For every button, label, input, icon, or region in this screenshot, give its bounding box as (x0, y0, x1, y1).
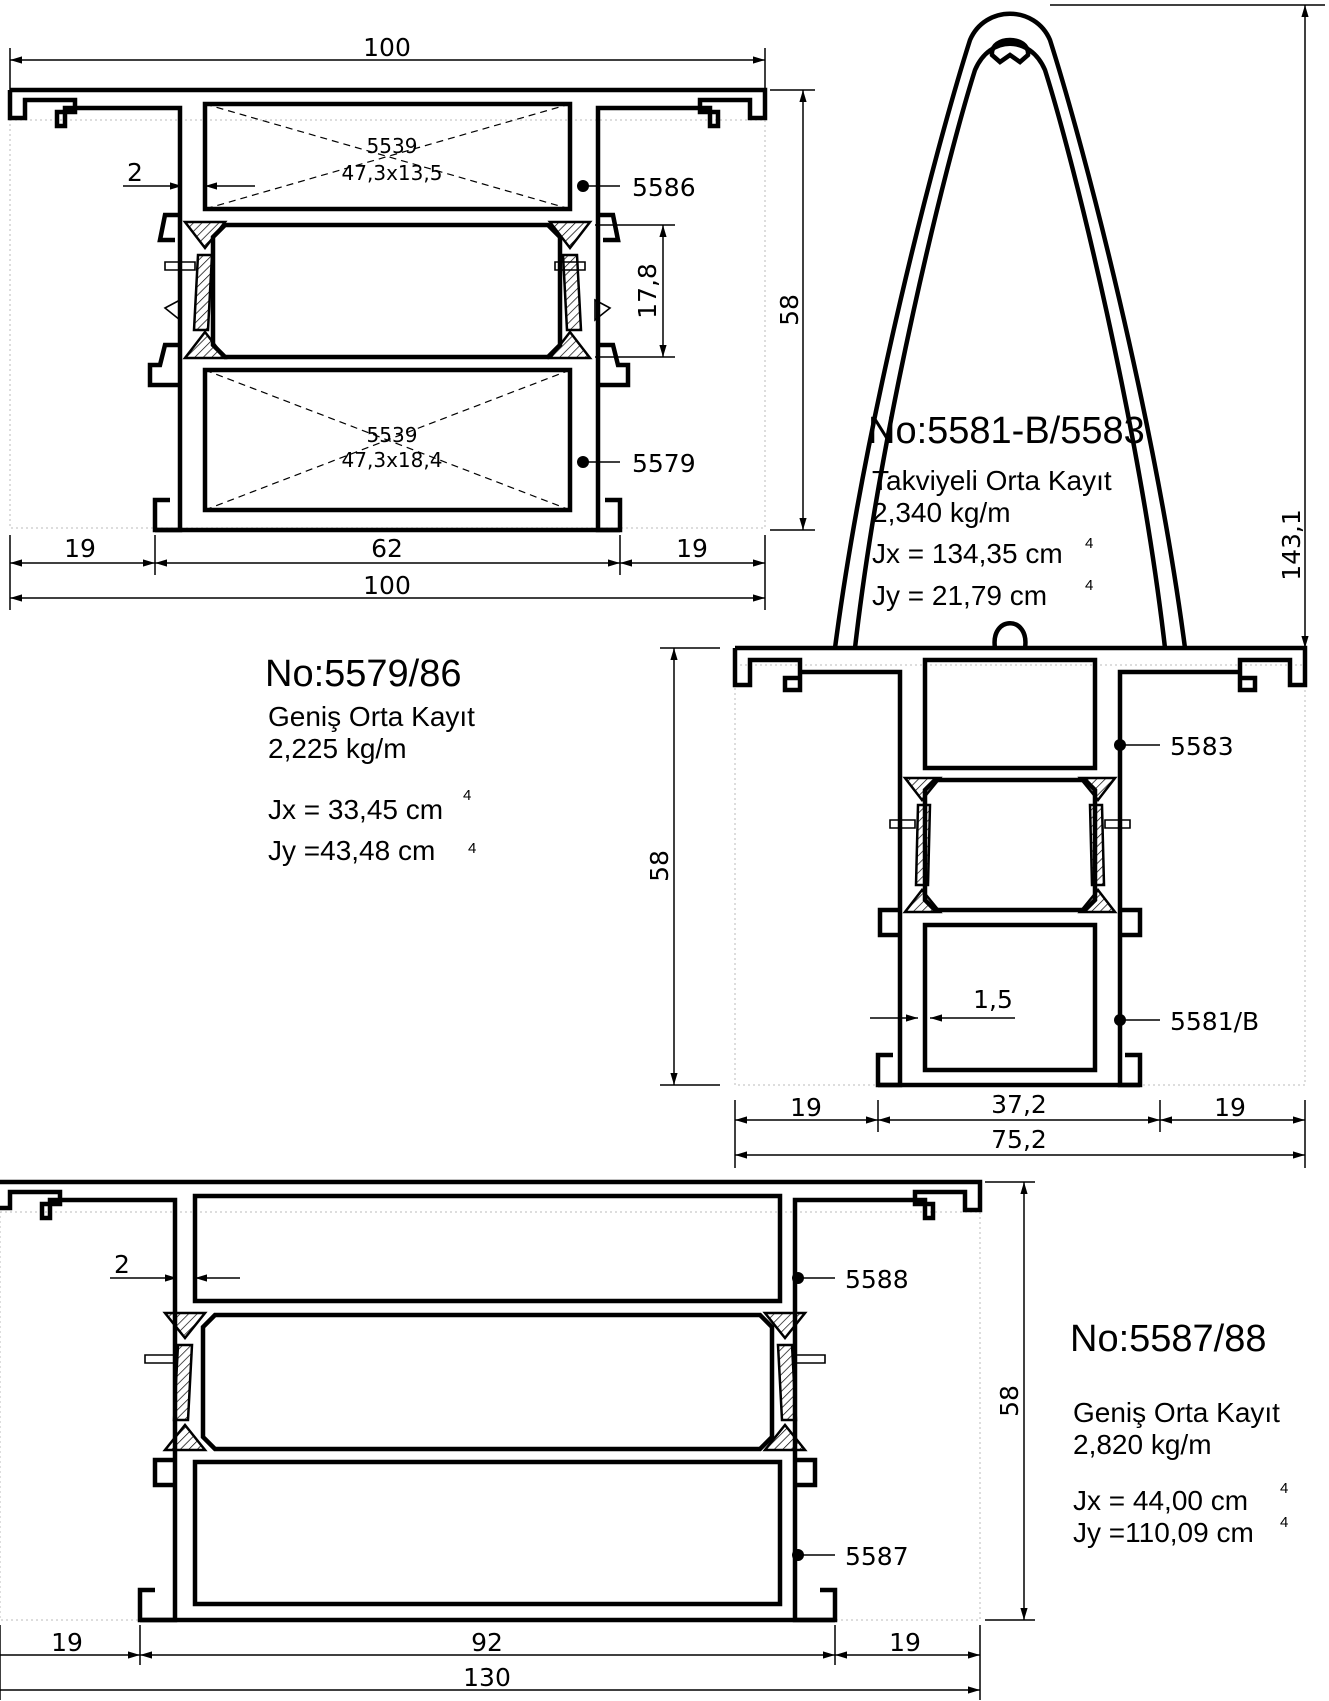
dim-right: 19 (676, 534, 708, 563)
profile-jx-5581: Jx = 134,35 cm (872, 538, 1063, 569)
label-5587: 5587 (845, 1542, 909, 1571)
glass-lower-size: 47,3x18,4 (342, 448, 443, 472)
dimensions-5579: 100 19 62 19 100 58 17,8 2 5586 5579 553… (9, 33, 815, 610)
dim-mid: 62 (371, 534, 403, 563)
exp-jy-5579: 4 (468, 840, 476, 857)
exp-jx-5587: 4 (1280, 1480, 1288, 1497)
profile-title-5587: No:5587/88 (1070, 1318, 1267, 1360)
dim-height-5587: 58 (995, 1385, 1024, 1417)
profile-jy-5579: Jy =43,48 cm (268, 835, 435, 866)
exp-jy-5581: 4 (1085, 577, 1093, 594)
profile-desc-5587: Geniş Orta Kayıt (1073, 1397, 1280, 1428)
dim-total-5581: 75,2 (991, 1125, 1047, 1154)
profile-weight-5579: 2,225 kg/m (268, 733, 407, 764)
label-5583: 5583 (1170, 732, 1234, 761)
exp-jx-5581: 4 (1085, 535, 1093, 552)
info-5581: No:5581-B/5583 Takviyeli Orta Kayıt 2,34… (868, 410, 1145, 611)
profile-title-5579: No:5579/86 (265, 653, 462, 695)
dim-height: 58 (775, 294, 804, 326)
dim-top-width: 100 (363, 33, 411, 62)
label-5581b: 5581/B (1170, 1007, 1259, 1036)
dim-inner-height: 17,8 (633, 263, 662, 319)
exp-jx-5579: 4 (463, 787, 471, 804)
dim-total-5587: 130 (463, 1663, 511, 1692)
dim-height-5581: 58 (645, 850, 674, 882)
glass-upper-size: 47,3x13,5 (342, 161, 443, 185)
info-5579: No:5579/86 Geniş Orta Kayıt 2,225 kg/m J… (265, 653, 476, 866)
profile-desc-5581: Takviyeli Orta Kayıt (872, 465, 1112, 496)
label-5579: 5579 (632, 449, 696, 478)
dimensions-5581: 143,1 58 19 37,2 19 75,2 1,5 5583 5581/B (645, 4, 1325, 1168)
dim-full-height: 143,1 (1277, 509, 1306, 581)
profile-jx-5587: Jx = 44,00 cm (1073, 1485, 1248, 1516)
dim-left: 19 (64, 534, 96, 563)
profile-weight-5581: 2,340 kg/m (872, 497, 1011, 528)
dim-mid-5581: 37,2 (991, 1090, 1047, 1119)
glass-lower-code: 5539 (367, 423, 418, 447)
profile-5581-5583 (732, 11, 1308, 1088)
dim-right-5587: 19 (889, 1628, 921, 1657)
glass-upper-code: 5539 (367, 134, 418, 158)
profile-desc-5579: Geniş Orta Kayıt (268, 701, 475, 732)
dim-wall-5587: 2 (114, 1250, 130, 1279)
label-5586: 5586 (632, 173, 696, 202)
profile-jx-5579: Jx = 33,45 cm (268, 794, 443, 825)
dim-right-5581: 19 (1214, 1093, 1246, 1122)
label-5588: 5588 (845, 1265, 909, 1294)
exp-jy-5587: 4 (1280, 1514, 1288, 1531)
profile-weight-5587: 2,820 kg/m (1073, 1429, 1212, 1460)
dim-wall: 2 (127, 158, 143, 187)
dim-mid-5587: 92 (471, 1628, 503, 1657)
profile-jy-5587: Jy =110,09 cm (1073, 1517, 1254, 1548)
dim-left-5587: 19 (51, 1628, 83, 1657)
dim-total: 100 (363, 571, 411, 600)
dim-left-5581: 19 (790, 1093, 822, 1122)
info-5587: No:5587/88 Geniş Orta Kayıt 2,820 kg/m J… (1070, 1318, 1288, 1548)
profile-5587-88 (0, 1179, 983, 1623)
profile-title-5581: No:5581-B/5583 (868, 410, 1145, 452)
dim-wall-5581: 1,5 (973, 985, 1013, 1014)
dimensions-5587: 58 19 92 19 130 2 5588 5587 (0, 1181, 1035, 1700)
profile-jy-5581: Jy = 21,79 cm (872, 580, 1047, 611)
profile-5579-86 (7, 87, 768, 533)
